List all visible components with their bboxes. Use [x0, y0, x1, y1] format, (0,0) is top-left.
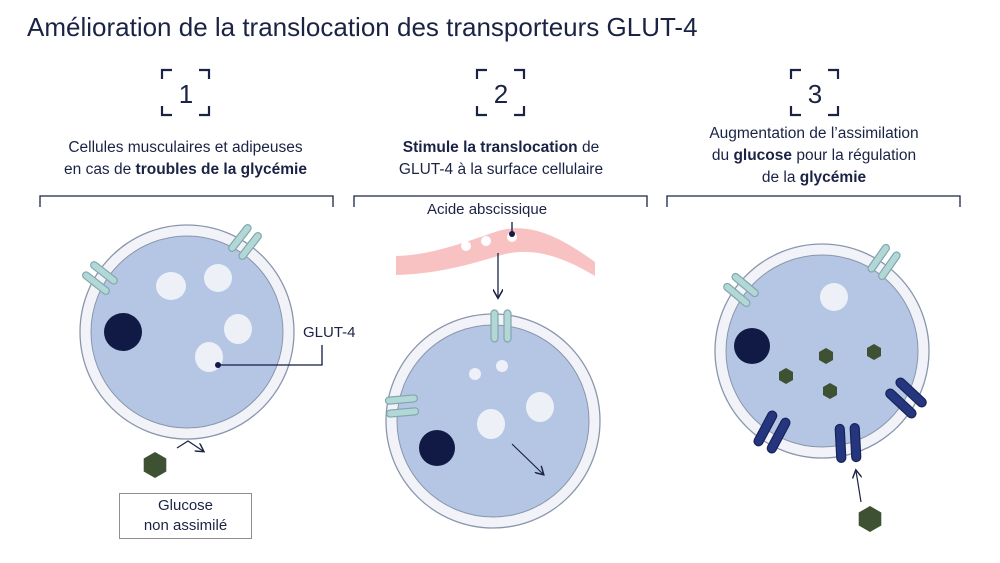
step-number-2: 2: [494, 79, 508, 109]
glucose-icon: [858, 506, 882, 532]
caption-line: Cellules musculaires et adipeuses: [68, 139, 303, 156]
divider-panel-1: [39, 195, 334, 207]
arrow-icon: [176, 440, 203, 451]
vesicle: [820, 283, 848, 311]
caption-text: de: [577, 139, 600, 156]
arrow-icon: [511, 443, 543, 474]
caption-emphasis: troubles de la glycémie: [135, 161, 307, 178]
vesicle: [526, 392, 554, 422]
caption-line: Augmentation de l’assimilation: [709, 125, 919, 142]
abscisic-acid-label: Acide abscissique: [427, 201, 548, 218]
caption-text: pour la régulation: [792, 147, 917, 164]
divider-panel-3: [666, 195, 961, 207]
glucose-label-line: non assimilé: [143, 517, 228, 534]
step-bracket-1: [160, 68, 211, 117]
panel-2-caption: Stimule la translocation de GLUT-4 à la …: [345, 137, 657, 181]
glucose-not-assimilated-box: Glucose non assimilé: [119, 493, 252, 539]
vesicle: [496, 360, 508, 372]
abscisic-acid-molecule: [461, 241, 471, 251]
step-bracket-3: [789, 68, 840, 117]
arrow-icon: [856, 471, 861, 503]
cell-1: [79, 224, 295, 440]
page-title: Amélioration de la translocation des tra…: [27, 12, 698, 42]
glucose-icon: [143, 452, 167, 478]
vesicle: [204, 264, 232, 292]
glut4-label: GLUT-4: [303, 324, 356, 341]
panel-3-caption: Augmentation de l’assimilation du glucos…: [660, 123, 968, 189]
step-number-1: 1: [179, 79, 193, 109]
caption-text: de la: [761, 169, 800, 186]
vesicle: [477, 409, 505, 439]
caption-line: en cas de troubles de la glycémie: [28, 159, 343, 181]
caption-line: Stimule la translocation de: [345, 137, 657, 159]
abscisic-acid-molecule: [481, 236, 491, 246]
caption-emphasis: glucose: [733, 147, 793, 164]
nucleus-3: [734, 328, 770, 364]
caption-emphasis: glycémie: [799, 169, 867, 186]
callout-dot: [509, 231, 515, 237]
vesicle: [469, 368, 481, 380]
nucleus-2: [419, 430, 455, 466]
caption-emphasis: Stimule la translocation: [402, 139, 578, 156]
blood-vessel: [396, 228, 595, 276]
step-bracket-2: [475, 68, 526, 117]
caption-line: de la glycémie: [660, 167, 968, 189]
step-number-3: 3: [808, 79, 822, 109]
divider-panel-2: [353, 195, 648, 207]
vesicle: [156, 272, 186, 300]
nucleus-1: [104, 313, 142, 351]
caption-line: GLUT-4 à la surface cellulaire: [398, 161, 604, 178]
caption-text: du: [711, 147, 734, 164]
caption-line: du glucose pour la régulation: [660, 145, 968, 167]
vesicle: [224, 314, 252, 344]
caption-text: en cas de: [64, 161, 136, 178]
glucose-label-line: Glucose: [157, 497, 214, 514]
callout-line: [218, 345, 323, 366]
panel-1-caption: Cellules musculaires et adipeuses en cas…: [28, 137, 343, 181]
